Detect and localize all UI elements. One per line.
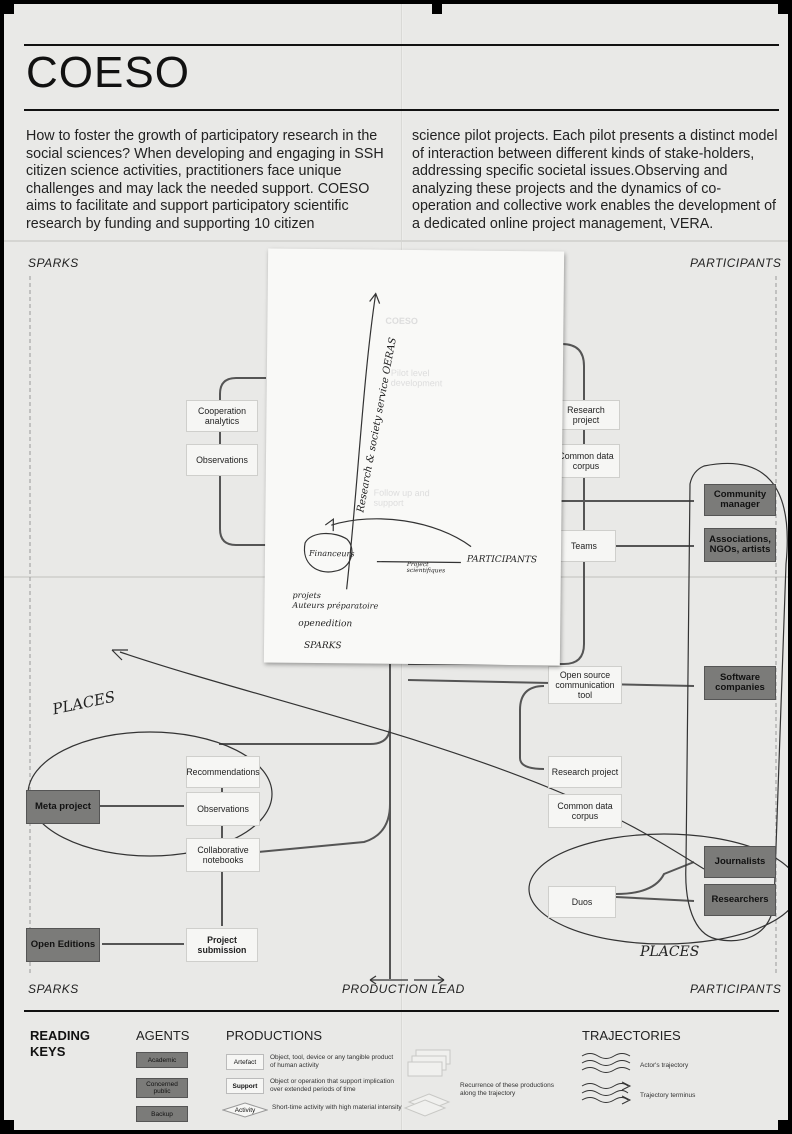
keys-rule [24, 1010, 779, 1012]
handwritten-projects: projets [292, 590, 321, 601]
production-open-source-tool: Open source communication tool [548, 666, 622, 704]
key-agent-concerned-public: Concerned public [136, 1078, 188, 1098]
production-observations: Observations [186, 444, 258, 476]
sketch-paper: COESO Pilot level development Follow up … [263, 248, 565, 666]
key-recurrence-desc: Recurrence of these productions along th… [460, 1082, 554, 1097]
handwritten-authors: Auteurs préparatoire [292, 600, 379, 611]
agent-associations: Associations, NGOs, artists [704, 528, 776, 562]
key-production-desc: Object or operation that support implica… [270, 1078, 394, 1093]
production-research-project: Research project [548, 756, 622, 788]
key-production-label: Activity [234, 1106, 256, 1114]
diamond-icon [222, 1102, 268, 1118]
key-production-support: Support [226, 1078, 264, 1094]
handwritten-participants: PARTICIPANTS [466, 554, 538, 566]
intro-right: science pilot projects. Each pilot prese… [412, 128, 778, 232]
key-trajectory-terminus: Trajectory terminus [640, 1092, 696, 1099]
key-production-desc: Short-time activity with high material i… [272, 1104, 402, 1111]
handwritten-financeurs: Financeurs [308, 548, 355, 559]
corner-label-participants: PARTICIPANTS [690, 256, 782, 270]
sketch-lines [303, 292, 472, 590]
agent-software-companies: Software companies [704, 666, 776, 700]
reading-keys-heading: READING KEYS [30, 1028, 90, 1059]
production-recommendations: Recommendations [186, 756, 260, 788]
handwritten-places-label: PLACES [640, 944, 700, 960]
agent-meta-project: Meta project [26, 790, 100, 824]
key-production-activity: Activity [222, 1102, 268, 1118]
poster-title: COESO [26, 48, 190, 97]
agent-journalists: Journalists [704, 846, 776, 878]
agents-heading: AGENTS [136, 1028, 190, 1043]
poster: COESO How to foster the growth of partic… [4, 4, 788, 1130]
corner-pin [778, 1120, 788, 1130]
corner-pin [432, 4, 442, 14]
handwritten-sparks: SPARKS [303, 640, 342, 652]
key-agent-academic: Academic [136, 1052, 188, 1068]
handwritten-openedition: openedition [298, 618, 353, 630]
production-cooperation-analytics: Cooperation analytics [186, 400, 258, 432]
production-collaborative-notebooks: Collaborative notebooks [186, 838, 260, 872]
axis-label: PRODUCTION LEAD [342, 982, 465, 996]
corner-pin [4, 1120, 14, 1130]
production-project-submission: Project submission [186, 928, 258, 962]
top-rule [24, 44, 779, 46]
key-production-artefact: Artefact [226, 1054, 264, 1070]
key-production-desc: Object, tool, device or any tangible pro… [270, 1054, 394, 1069]
corner-pin [4, 4, 14, 14]
production-common-data-corpus: Common data corpus [552, 444, 620, 478]
handwritten-project-scientists: Project scientifiques [406, 560, 446, 575]
agent-community-manager: Community manager [704, 484, 776, 516]
production-teams: Teams [552, 530, 616, 562]
corner-label-participants: PARTICIPANTS [690, 982, 782, 996]
key-agent-backup: Backup [136, 1106, 188, 1122]
trajectories-heading: TRAJECTORIES [582, 1028, 681, 1043]
corner-label-sparks: SPARKS [28, 256, 79, 270]
production-duos: Duos [548, 886, 616, 918]
paper-fold [4, 240, 788, 242]
key-actor-trajectory: Actor's trajectory [640, 1062, 689, 1069]
intro-left: How to foster the growth of participator… [26, 128, 384, 232]
production-observations: Observations [186, 792, 260, 826]
production-research-project: Research project [552, 400, 620, 430]
corner-pin [778, 4, 788, 14]
production-common-data-corpus: Common data corpus [548, 794, 622, 828]
agent-researchers: Researchers [704, 884, 776, 916]
corner-label-sparks: SPARKS [28, 982, 79, 996]
title-rule [24, 109, 779, 111]
agent-open-editions: Open Editions [26, 928, 100, 962]
productions-heading: PRODUCTIONS [226, 1028, 323, 1043]
